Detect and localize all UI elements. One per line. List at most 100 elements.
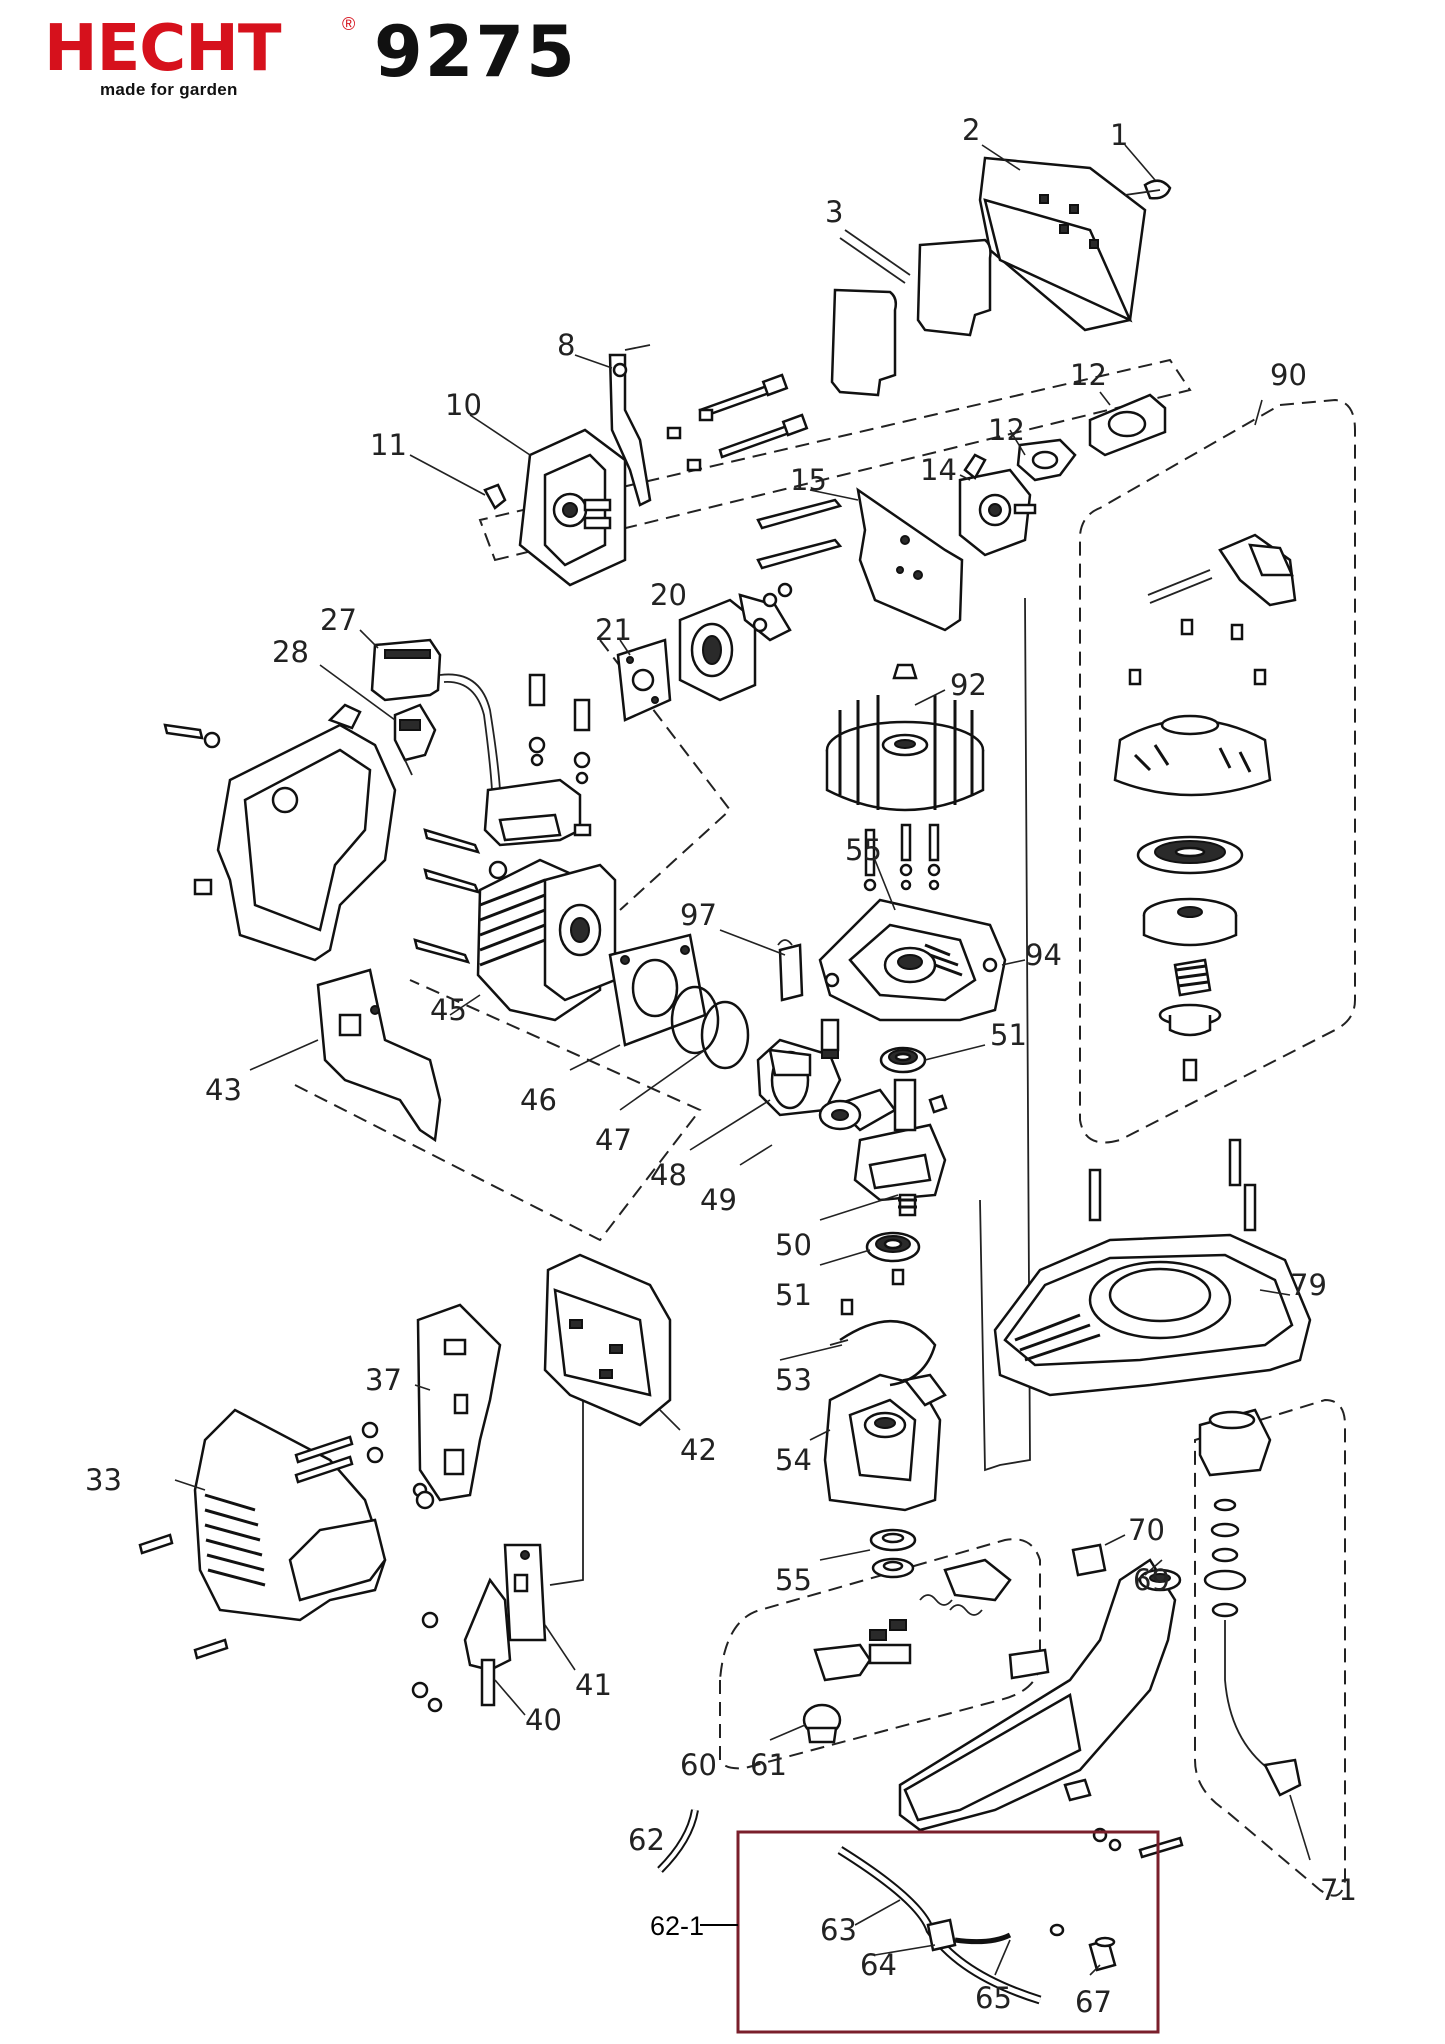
part-crankcase-94: [818, 898, 1007, 1022]
part-studs-bolts: [666, 373, 809, 472]
part-fuel-line-kit-62-1: [837, 1846, 1117, 2005]
label-part-14: 14: [920, 453, 957, 487]
part-seal-55-lower: [869, 1528, 917, 1579]
part-fan-housing: [993, 1138, 1312, 1397]
label-part-40: 40: [525, 1703, 562, 1737]
label-part-3: 3: [825, 195, 843, 229]
label-part-2: 2: [962, 113, 980, 147]
part-fuel-cap: [1198, 1408, 1302, 1797]
part-muffler-plate-37: [416, 1303, 502, 1502]
label-part-55b: 55: [775, 1563, 812, 1597]
boundary-clutch-60: [719, 1538, 1041, 1770]
part-cylinder: [413, 828, 617, 1022]
muffler-cover-grille: [204, 1493, 266, 1587]
flywheel-fins: [838, 695, 974, 810]
part-carburetor: [483, 344, 652, 587]
part-piston-pin: [777, 939, 840, 1059]
boundary-fuel-cap-71: [1194, 1398, 1346, 1897]
label-part-33: 33: [85, 1463, 122, 1497]
boundary-engine-mount: [294, 979, 702, 1242]
label-part-55a: 55: [845, 833, 882, 867]
starter-cover-vents: [1133, 744, 1252, 773]
part-muffler: [543, 1253, 672, 1427]
leader-lines: [174, 144, 1311, 1976]
boundary-crank-frame: [979, 597, 1031, 1472]
part-spark-arrestor-41: [503, 1543, 547, 1642]
part-spark-plug: [393, 703, 437, 776]
label-part-67: 67: [1075, 1985, 1112, 2019]
cylinder-fins: [479, 878, 546, 967]
label-part-54: 54: [775, 1443, 812, 1477]
brand-tagline: made for garden: [100, 80, 238, 99]
label-part-8: 8: [557, 328, 575, 362]
label-part-15: 15: [790, 463, 827, 497]
label-part-46: 46: [520, 1083, 557, 1117]
part-clutch-assembly: [813, 1558, 1012, 1682]
part-flywheel: [825, 663, 985, 892]
label-part-45: 45: [430, 993, 467, 1027]
label-part-62: 62: [628, 1823, 665, 1857]
label-part-71: 71: [1320, 1873, 1357, 1907]
part-intake-20: [678, 498, 843, 702]
part-gasket-21: [616, 638, 672, 722]
label-part-92: 92: [950, 668, 987, 702]
label-part-90: 90: [1270, 358, 1307, 392]
clutch-springs: [919, 1594, 983, 1616]
label-part-10: 10: [445, 388, 482, 422]
part-labels: 1 2 3 8 10 11 12 12 14 15 20 21 27 28 33…: [85, 113, 1357, 2019]
label-part-11: 11: [370, 428, 407, 462]
brand-logo: HECHT: [44, 12, 281, 86]
part-muffler-cover-33: [138, 1408, 387, 1660]
crankshaft-thread: [898, 1198, 917, 1209]
part-engine-shroud: [163, 703, 397, 962]
label-part-42: 42: [680, 1433, 717, 1467]
fuel-line-kit-box: [736, 1830, 1160, 2034]
label-part-1: 1: [1110, 118, 1128, 152]
part-heat-shield-43: [316, 968, 442, 1143]
label-part-43: 43: [205, 1073, 242, 1107]
label-part-27: 27: [320, 603, 357, 637]
part-bearing-51-upper: [879, 1046, 927, 1074]
label-part-12a: 12: [1070, 358, 1107, 392]
boundary-air-filter: [478, 358, 1192, 562]
label-part-65: 65: [975, 1981, 1012, 2015]
part-gasket-12: [1016, 393, 1167, 482]
label-part-21: 21: [595, 613, 632, 647]
label-part-94: 94: [1025, 938, 1062, 972]
part-grommet-70: [1008, 1543, 1107, 1680]
crankcase-ribs: [924, 943, 963, 977]
part-ignition-coil: [483, 673, 592, 847]
label-part-51b: 51: [775, 1278, 812, 1312]
label-part-62-1: 62-1: [650, 1911, 704, 1941]
part-crankcase-54: [823, 1373, 947, 1512]
label-part-50: 50: [775, 1228, 812, 1262]
part-fuel-line-62: [657, 1809, 699, 1873]
part-carburetor-14: [958, 453, 1037, 557]
fan-housing-grille: [1014, 1313, 1101, 1362]
registered-mark: ®: [342, 14, 356, 34]
label-part-37: 37: [365, 1363, 402, 1397]
part-piston: [756, 1038, 842, 1117]
label-part-63: 63: [820, 1913, 857, 1947]
label-part-20: 20: [650, 578, 687, 612]
label-part-28: 28: [272, 635, 309, 669]
label-part-12b: 12: [988, 413, 1025, 447]
part-air-filters: [830, 229, 992, 397]
label-part-61: 61: [750, 1748, 787, 1782]
boundary-muffler: [549, 1390, 584, 1586]
part-deflector-40: [411, 1577, 512, 1713]
label-part-53: 53: [775, 1363, 812, 1397]
boundary-recoil-starter-90: [1079, 398, 1356, 1144]
label-part-64: 64: [860, 1948, 897, 1982]
label-part-41: 41: [575, 1668, 612, 1702]
label-part-69: 69: [1133, 1563, 1170, 1597]
part-air-filter-cover: [978, 156, 1172, 332]
part-gasket-53: [829, 1268, 937, 1387]
part-muffler-screws: [294, 1421, 435, 1510]
header: HECHT ® made for garden 9275: [44, 12, 644, 104]
label-part-51a: 51: [990, 1018, 1027, 1052]
part-spark-plug-boot: [370, 638, 501, 791]
part-fuel-tank: [898, 1558, 1184, 1859]
part-crankshaft: [818, 1078, 948, 1217]
